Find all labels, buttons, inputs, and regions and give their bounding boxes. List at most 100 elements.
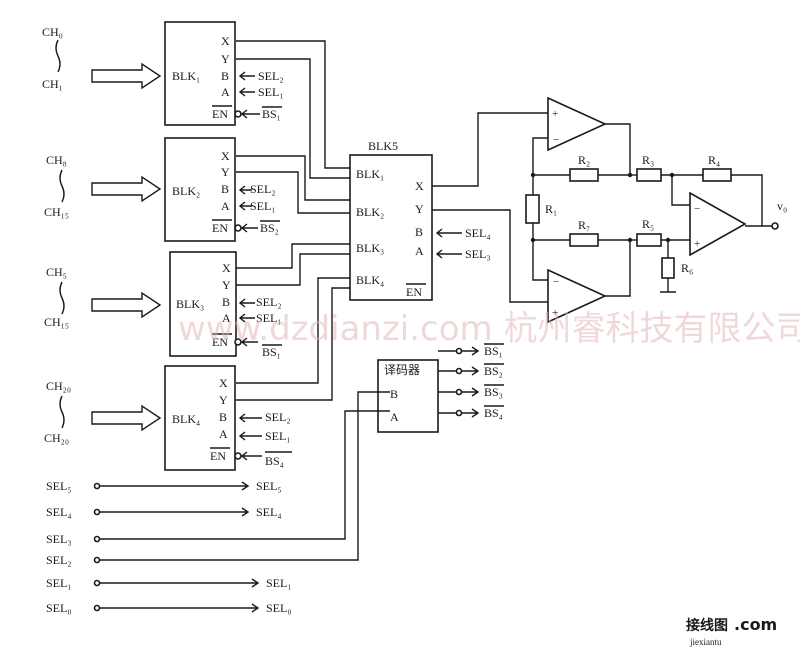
resistor-r6 (661, 257, 675, 279)
opamp-output (689, 191, 747, 257)
minus-sign: − (553, 276, 559, 288)
wire (532, 240, 548, 281)
terminal (93, 482, 101, 490)
minus-sign: − (553, 134, 559, 146)
resistor-label: R₂ (578, 153, 590, 167)
output-label: v₀ (777, 199, 787, 213)
input-arrow-icon (91, 404, 162, 432)
pin-a: A (219, 427, 228, 441)
pin-a: A (221, 199, 230, 213)
sel-label: SEL₃ (465, 247, 491, 261)
pin-en: EN (406, 285, 422, 299)
wire (432, 209, 548, 303)
block-body (164, 365, 236, 471)
pin-y: Y (221, 52, 230, 66)
wire (236, 58, 350, 179)
wire (661, 174, 690, 206)
logo-dotcom: .com (734, 615, 777, 634)
mux-block-2: BLK₂ X Y B A EN SEL₂ SEL₁ BS₂ (164, 137, 280, 242)
resistor-label: R₇ (578, 218, 590, 232)
junction-dot (627, 172, 633, 178)
channel-group-2: CH₈ CH₁₅ (44, 153, 162, 219)
input-arrow-icon (91, 175, 162, 203)
junction-dot (665, 237, 671, 243)
wire (100, 410, 390, 540)
bubble (455, 409, 463, 417)
bus-wires (236, 40, 350, 401)
resistor-r1 (525, 194, 540, 224)
junction-dot (627, 237, 633, 243)
pin-y: Y (415, 202, 424, 216)
amplifier-section: + − − + R₁ R₂ R₇ R₃ R₅ (432, 96, 787, 324)
arrow-icon (238, 87, 255, 97)
junction-dot (530, 237, 536, 243)
arrow-icon (240, 337, 258, 347)
input-label: BLK₂ (356, 205, 384, 219)
pin-en: EN (212, 107, 228, 121)
pin-y: Y (222, 278, 231, 292)
block-body (164, 21, 236, 126)
wire (605, 240, 631, 297)
channel-group-3: CH₅ CH₁₅ (44, 265, 162, 329)
range-tilde (59, 395, 65, 429)
mux-block-3: BLK₃ X Y B A EN SEL₂ SEL₁ BS₁ (169, 251, 282, 359)
decoder-output: BS₁ (484, 344, 503, 358)
wire (236, 40, 350, 169)
sel-output-label: SEL₄ (256, 505, 282, 519)
decoder-pin-b: B (390, 387, 398, 401)
pin-x: X (222, 261, 231, 275)
wire (532, 137, 548, 175)
mux-block-5: BLK5 BLK₁ BLK₂ BLK₃ BLK₄ X Y B A EN SEL₄… (349, 139, 491, 301)
resistor-r3 (636, 168, 662, 182)
sel-input-label: SEL₅ (46, 479, 72, 493)
wire (236, 171, 350, 214)
plus-sign: + (552, 108, 558, 120)
bs-label: BS₂ (260, 221, 279, 235)
opamp-top (547, 96, 607, 152)
sel-label: SEL₁ (256, 311, 282, 325)
wire (605, 123, 631, 175)
arrow-icon (100, 578, 260, 588)
arrow-icon (240, 451, 262, 461)
decoder-body (377, 359, 439, 433)
decoder: 译码器 B A BS₁ BS₂ BS₃ BS₄ (377, 343, 504, 433)
decoder-output: BS₄ (484, 406, 503, 420)
resistor-label: R₅ (642, 217, 654, 231)
input-arrow-icon (91, 291, 162, 319)
sel-input-label: SEL₃ (46, 532, 72, 546)
plus-sign: + (552, 307, 558, 319)
pin-en: EN (212, 221, 228, 235)
range-tilde (59, 281, 65, 315)
arrow-icon (240, 109, 260, 119)
channel-label-top: CH₂₀ (46, 379, 71, 393)
select-lines: SEL₅ SEL₄ SEL₃ SEL₂ SEL₁ SEL₀ SEL₅ SEL₄ … (46, 391, 390, 615)
bubble (455, 347, 463, 355)
block-label: BLK₃ (176, 297, 204, 311)
block-label: BLK₂ (172, 184, 200, 198)
wire (236, 277, 350, 384)
block-body (164, 137, 236, 242)
resistor-label: R₆ (681, 261, 693, 275)
pin-x: X (219, 376, 228, 390)
decoder-title: 译码器 (384, 363, 420, 377)
sel-label: SEL₂ (250, 182, 276, 196)
resistor-label: R₃ (642, 153, 654, 167)
mux-block-1: BLK₁ X Y B A EN SEL₂ SEL₁ BS₁ (164, 21, 284, 126)
pin-a: A (221, 85, 230, 99)
terminal (93, 535, 101, 543)
arrow-icon (100, 507, 250, 517)
wire (236, 287, 350, 401)
en-bubble (234, 452, 242, 460)
block-label: BLK₄ (172, 412, 200, 426)
sel-label: SEL₂ (265, 410, 291, 424)
watermark: www.dzdianzi.com 杭州睿科技有限公司 (178, 309, 800, 349)
pin-b: B (222, 295, 230, 309)
block-body (169, 251, 237, 357)
input-label: BLK₁ (356, 167, 384, 181)
channel-label-bottom: CH₁₅ (44, 315, 69, 329)
en-bubble (234, 224, 242, 232)
pin-y: Y (219, 393, 228, 407)
channel-label-bottom: CH₁ (42, 77, 63, 91)
pin-y: Y (221, 165, 230, 179)
arrow-icon (100, 603, 260, 613)
